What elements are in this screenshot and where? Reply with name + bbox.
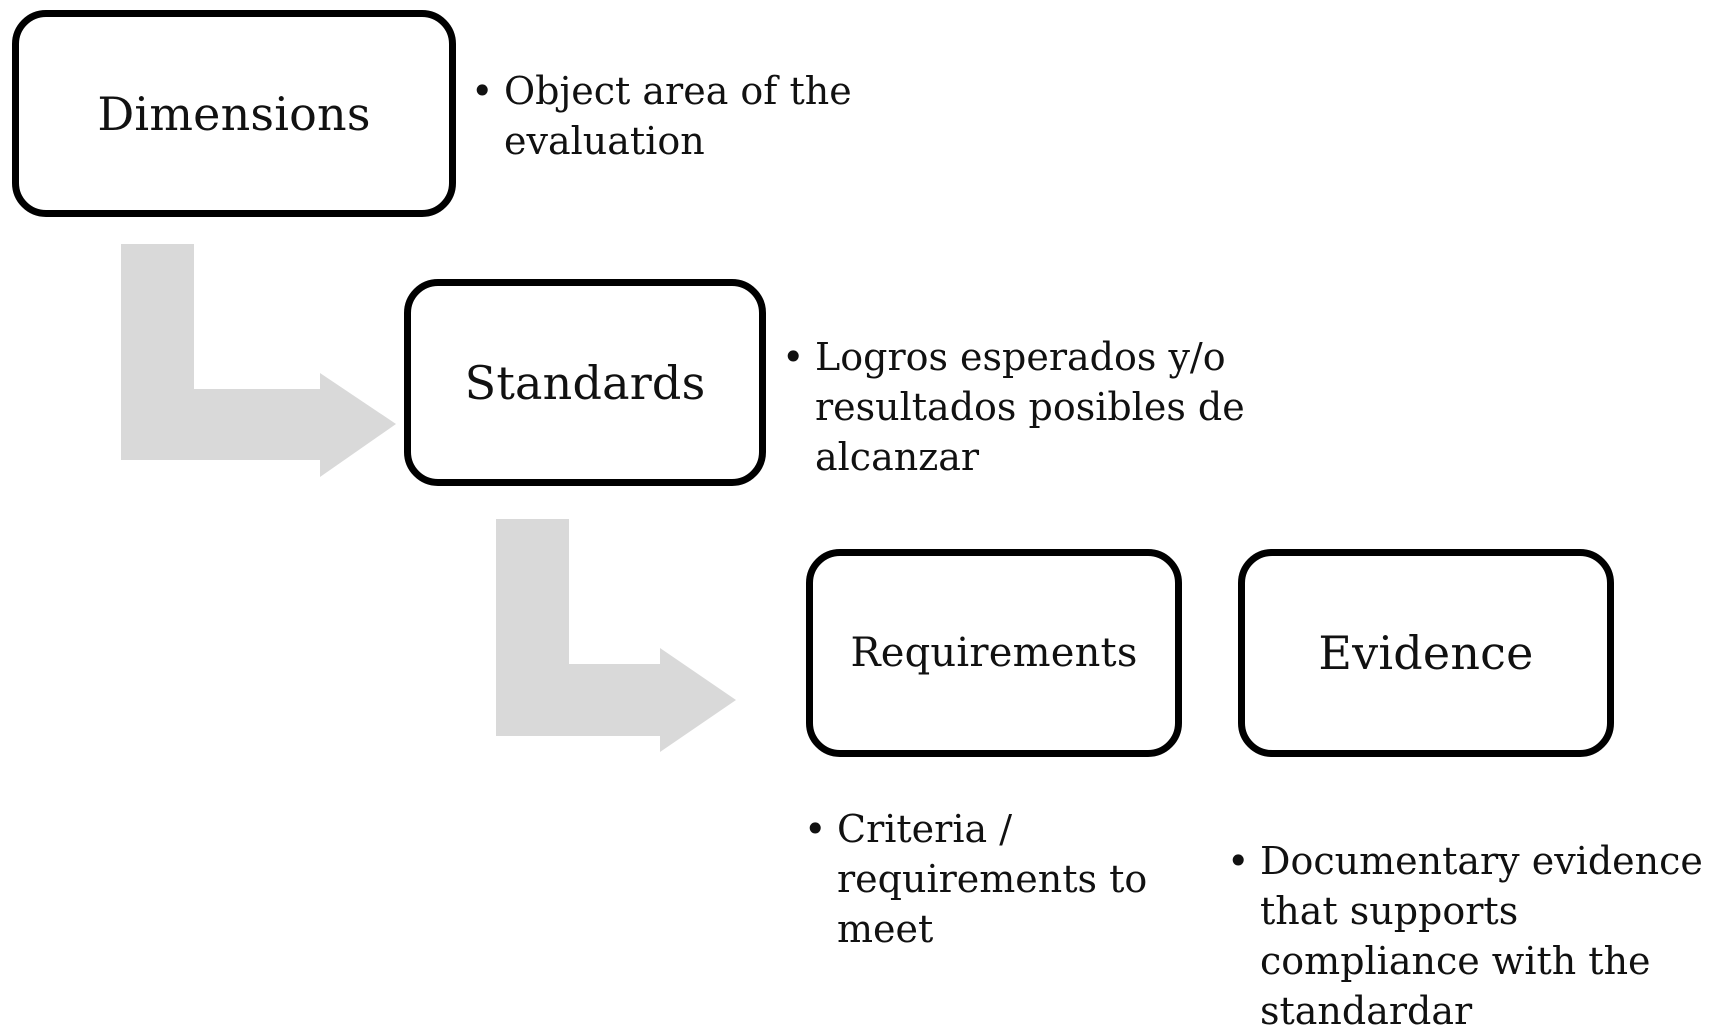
standards-box: Standards bbox=[404, 279, 766, 486]
requirements-label: Requirements bbox=[850, 630, 1138, 676]
dimensions-note: Object area of the evaluation bbox=[471, 66, 901, 166]
bent-arrow-standards-to-requirements bbox=[496, 519, 736, 752]
evidence-note-text: Documentary evidence that supports compl… bbox=[1227, 836, 1733, 1036]
requirements-note: Criteria / requirements to meet bbox=[804, 804, 1164, 954]
requirements-note-text: Criteria / requirements to meet bbox=[804, 804, 1164, 954]
standards-note-text: Logros esperados y/o resultados posibles… bbox=[782, 332, 1402, 482]
flow-arrows bbox=[121, 244, 736, 752]
evidence-label: Evidence bbox=[1318, 626, 1534, 680]
bent-arrow-dimensions-to-standards bbox=[121, 244, 396, 477]
standards-note: Logros esperados y/o resultados posibles… bbox=[782, 332, 1402, 482]
dimensions-box: Dimensions bbox=[12, 10, 456, 217]
requirements-box: Requirements bbox=[806, 549, 1182, 757]
dimensions-note-text: Object area of the evaluation bbox=[471, 66, 901, 166]
standards-label: Standards bbox=[464, 355, 706, 410]
evidence-note: Documentary evidence that supports compl… bbox=[1227, 836, 1733, 1036]
dimensions-label: Dimensions bbox=[97, 86, 371, 141]
evidence-box: Evidence bbox=[1238, 549, 1614, 757]
